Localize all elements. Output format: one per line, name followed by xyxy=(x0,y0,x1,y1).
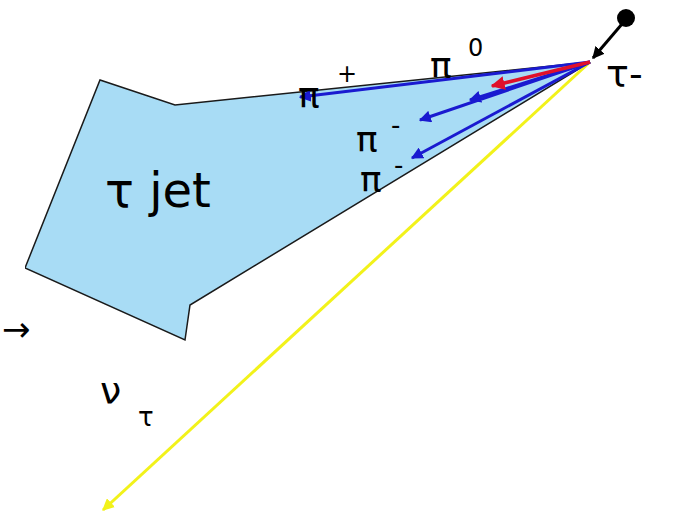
particle-label: - xyxy=(394,150,403,180)
particle-label: π xyxy=(360,159,382,200)
neutral-pion-track xyxy=(492,62,590,86)
particle-label-box: + xyxy=(337,62,357,86)
particle-label-box: τ- xyxy=(606,55,643,93)
particle-label-box: ν xyxy=(100,372,121,410)
particle-label-box: - xyxy=(391,112,400,138)
pion-track xyxy=(412,62,590,158)
particle-label: 0 xyxy=(468,34,483,62)
tau-track xyxy=(593,24,622,58)
particle-label: τ- xyxy=(606,52,643,96)
pion-track xyxy=(300,62,590,97)
production-vertex xyxy=(617,9,635,27)
pion-track xyxy=(420,62,590,120)
particle-label: - xyxy=(391,110,400,140)
particle-label-box: → xyxy=(2,312,31,346)
jet-outline xyxy=(25,62,590,340)
jet-label: τ jet xyxy=(105,162,211,218)
particle-label-box: π xyxy=(430,48,452,84)
particle-label: π xyxy=(298,75,320,116)
jet-label-box: τ jet xyxy=(105,166,211,214)
particle-label-box: τ xyxy=(138,404,154,430)
particle-label: τ xyxy=(138,402,154,432)
particle-label-box: - xyxy=(394,152,403,178)
particle-label: π xyxy=(430,45,452,86)
particle-label-box: π xyxy=(360,162,382,198)
particle-label-box: π xyxy=(298,78,320,114)
neutrino-track xyxy=(103,62,590,510)
particle-label: π xyxy=(356,119,378,160)
particle-label-box: π xyxy=(356,122,378,158)
particle-label: → xyxy=(2,309,31,349)
particle-label: + xyxy=(337,60,357,88)
particle-label-box: 0 xyxy=(468,36,483,60)
particle-label: ν xyxy=(100,369,121,413)
